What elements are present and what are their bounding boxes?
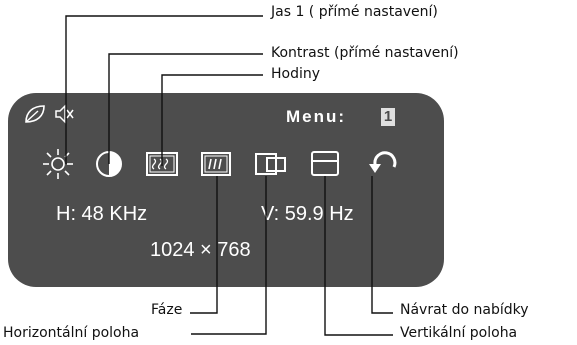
callout-clock: Hodiny [271, 66, 321, 82]
callout-phase: Fáze [151, 302, 183, 318]
horizontal-position-icon[interactable] [254, 151, 288, 177]
callout-brightness: Jas 1 ( přímé nastavení) [271, 4, 438, 20]
horizontal-frequency: H: 48 KHz [56, 203, 148, 225]
callout-return: Návrat do nabídky [400, 302, 529, 318]
mute-speaker-icon [55, 104, 74, 124]
phase-icon[interactable] [200, 151, 232, 177]
return-icon[interactable] [366, 150, 398, 178]
vertical-position-icon[interactable] [308, 150, 342, 178]
brightness-sun-icon[interactable] [42, 148, 74, 180]
menu-label: Menu: [286, 107, 347, 126]
resolution: 1024 × 768 [150, 239, 251, 261]
callout-vertical-position: Vertikální poloha [400, 325, 518, 341]
callout-contrast: Kontrast (přímé nastavení) [271, 45, 459, 61]
callout-horizontal-position: Horizontální poloha [3, 325, 140, 341]
vertical-frequency: V: 59.9 Hz [261, 203, 354, 225]
osd-panel: Menu: 1 [8, 93, 444, 287]
menu-number: 1 [381, 108, 395, 126]
eco-leaf-icon [25, 105, 45, 123]
